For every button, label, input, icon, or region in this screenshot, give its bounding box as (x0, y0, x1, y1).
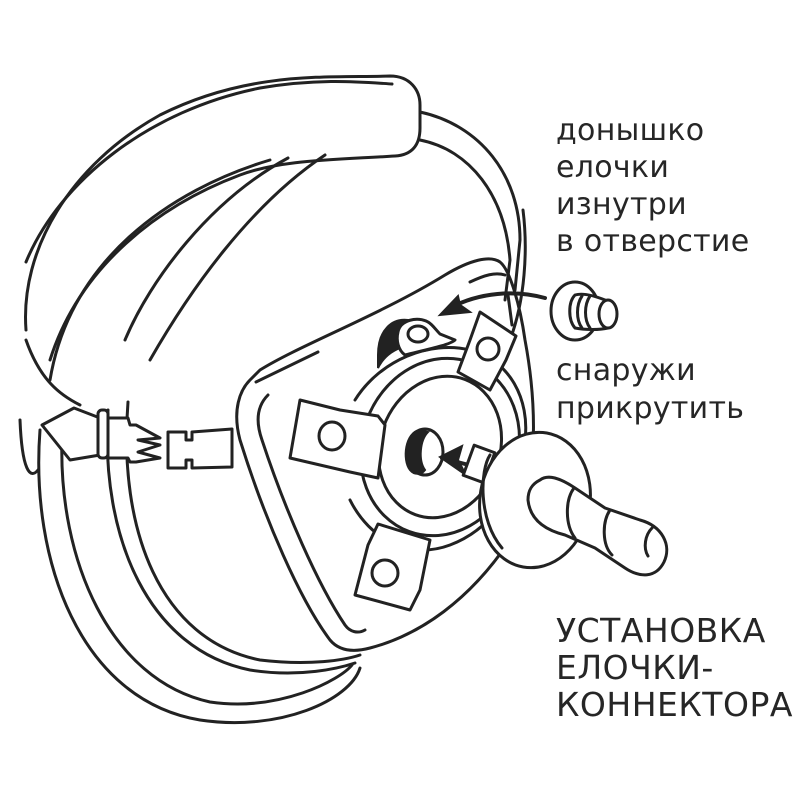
connector-plug (478, 430, 669, 577)
lower-straps (18, 400, 362, 725)
title-line-2: ЕЛОЧКИ- (556, 648, 714, 687)
waist-belt (24, 74, 527, 407)
buckle-male (40, 406, 162, 464)
connector-base-small (549, 280, 619, 342)
outside-line-2: прикрутить (556, 391, 745, 426)
inside-line-3: изнутри (556, 187, 687, 222)
inside-instruction-label: донышко елочки изнутри в отверстие (556, 112, 749, 260)
buckle-female (166, 427, 234, 470)
inside-line-4: в отверстие (556, 224, 750, 259)
inside-line-2: елочки (556, 150, 670, 185)
tab-bottom (353, 522, 432, 612)
tab-left (288, 398, 387, 480)
inside-line-1: донышко (556, 113, 705, 148)
tab-top-right (456, 310, 518, 392)
center-hole (404, 427, 445, 477)
outside-line-1: снаружи (556, 353, 696, 388)
leg-straps (48, 153, 327, 382)
title-line-3: КОННЕКТОРА (556, 685, 793, 724)
diagram-title: УСТАНОВКА ЕЛОЧКИ- КОННЕКТОРА (556, 612, 793, 723)
top-clip (377, 317, 457, 369)
title-line-1: УСТАНОВКА (556, 611, 766, 650)
arrow-inside (437, 291, 547, 317)
outside-instruction-label: снаружи прикрутить (556, 352, 744, 428)
